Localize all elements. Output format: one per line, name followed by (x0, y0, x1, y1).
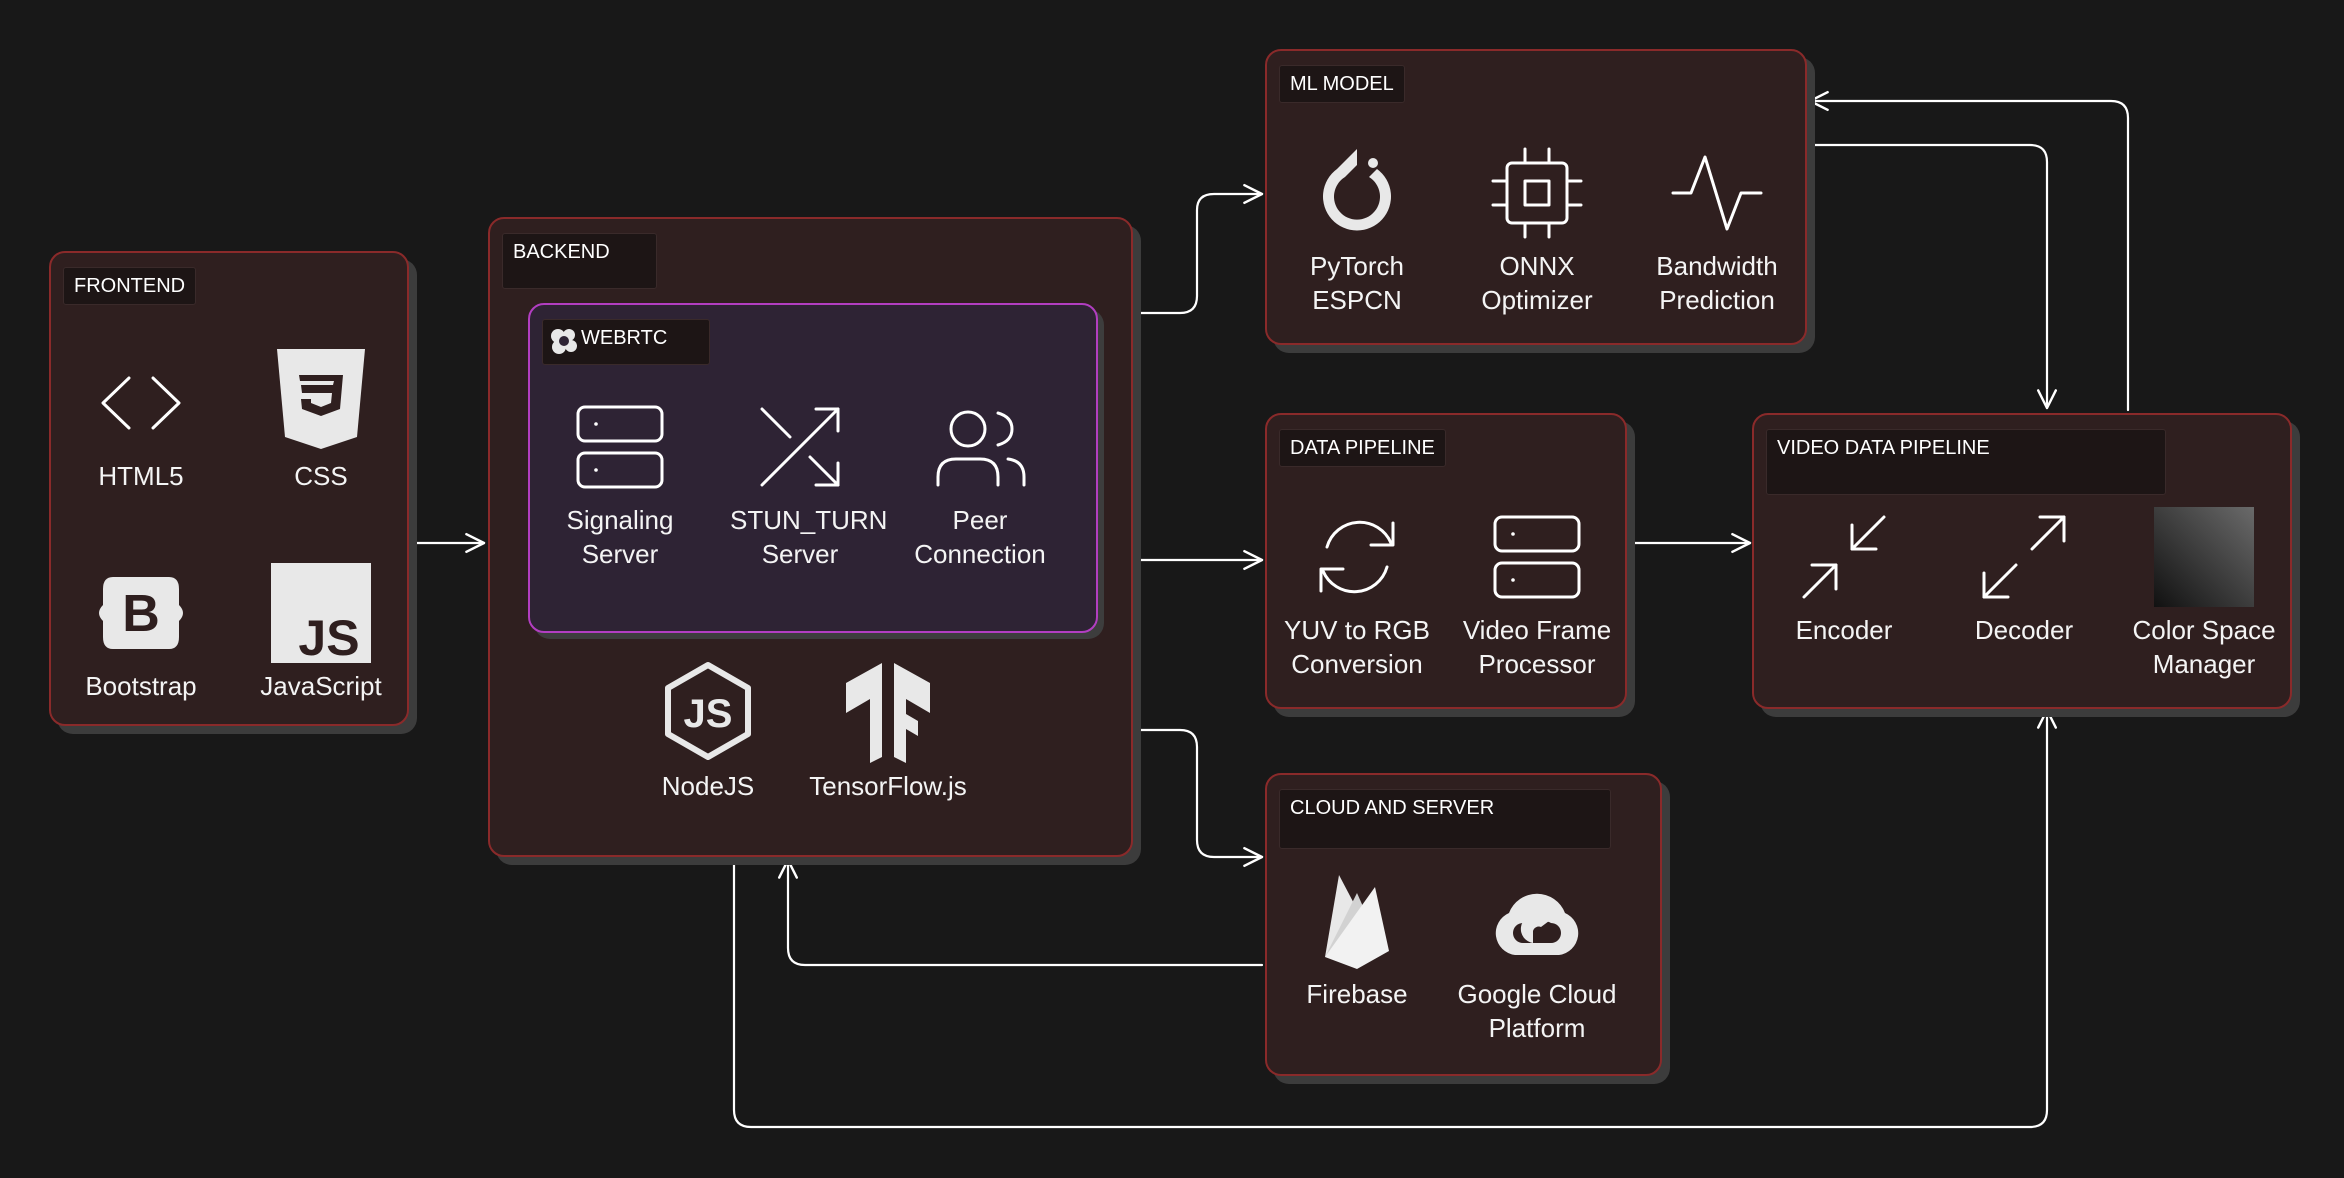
ml-model-title: ML MODEL (1279, 65, 1405, 103)
arrow-backend-to-ml-model (1134, 183, 1264, 315)
maximize-arrows-icon (1982, 515, 2066, 599)
frontend-item-label: HTML5 (98, 461, 184, 491)
css3-shield-icon (277, 349, 365, 449)
frontend-box: FRONTEND HTML5 CSS B Bootstrap JS JavaSc… (49, 251, 409, 726)
minimize-arrows-icon (1802, 515, 1886, 599)
video-item-encoder: Encoder (1754, 507, 1934, 647)
backend-box: BACKEND WEBRTC Signaling Server STUN_TUR… (488, 217, 1133, 857)
svg-text:JS: JS (684, 692, 733, 736)
server-icon (576, 405, 664, 489)
cloud-title: CLOUD AND SERVER (1279, 789, 1611, 849)
backend-item-label: TensorFlow.js (809, 771, 967, 801)
google-cloud-icon (1495, 893, 1579, 955)
backend-item-label: NodeJS (661, 771, 755, 801)
video-item-label: Color Space Manager (2132, 615, 2276, 679)
video-item-decoder: Decoder (1934, 507, 2114, 647)
backend-item-tensorflow: TensorFlow.js (798, 659, 978, 803)
webrtc-title-text: WEBRTC (581, 327, 668, 349)
video-item-color-space: Color Space Manager (2114, 507, 2294, 681)
data-item-label: Video Frame Processor (1462, 615, 1612, 679)
backend-title: BACKEND (502, 233, 657, 289)
ml-item-label: PyTorch ESPCN (1310, 251, 1404, 315)
ml-item-label: Bandwidth Prediction (1656, 251, 1778, 315)
cloud-item-firebase: Firebase (1267, 871, 1447, 1011)
ml-item-pytorch: PyTorch ESPCN (1267, 143, 1447, 317)
arrow-video-pipeline-to-ml (1808, 90, 2130, 412)
server-icon (1493, 515, 1581, 599)
frontend-title: FRONTEND (63, 267, 197, 305)
cpu-chip-icon (1491, 147, 1583, 239)
frontend-item-javascript: JS JavaScript (231, 563, 411, 703)
js-square-icon: JS (271, 563, 371, 663)
webrtc-group: WEBRTC Signaling Server STUN_TURN Server… (528, 303, 1098, 633)
ml-item-label: ONNX Optimizer (1481, 251, 1593, 315)
arrow-ml-to-video-pipeline (1808, 143, 2058, 410)
users-icon (936, 410, 1026, 487)
cloud-box: CLOUD AND SERVER Firebase Google Cloud P… (1265, 773, 1662, 1076)
frontend-item-html5: HTML5 (51, 353, 231, 493)
arrow-cloud-to-backend (777, 858, 1264, 967)
shuffle-icon (760, 407, 840, 487)
code-brackets-icon (101, 376, 181, 430)
ml-item-bandwidth: Bandwidth Prediction (1627, 143, 1807, 317)
bootstrap-icon: B (99, 577, 183, 649)
refresh-cycle-icon (1319, 520, 1395, 594)
arrow-backend-to-cloud (1134, 728, 1264, 868)
cloud-item-label: Google Cloud Platform (1457, 979, 1617, 1043)
firebase-icon (1325, 875, 1389, 969)
tensorflow-icon (846, 663, 930, 763)
data-item-yuv: YUV to RGB Conversion (1267, 507, 1447, 681)
data-item-frame-processor: Video Frame Processor (1447, 507, 1627, 681)
video-pipeline-title: VIDEO DATA PIPELINE (1766, 429, 2166, 495)
activity-pulse-icon (1671, 155, 1763, 231)
ml-model-box: ML MODEL PyTorch ESPCN ONNX Optimizer Ba… (1265, 49, 1807, 345)
video-pipeline-box: VIDEO DATA PIPELINE Encoder Decoder Colo… (1752, 413, 2292, 709)
webrtc-item-label: Peer Connection (914, 505, 1046, 569)
webrtc-item-label: STUN_TURN Server (730, 505, 888, 569)
cloud-item-label: Firebase (1306, 979, 1408, 1009)
data-pipeline-box: DATA PIPELINE YUV to RGB Conversion Vide… (1265, 413, 1627, 709)
frontend-item-label: JavaScript (260, 671, 382, 701)
data-pipeline-title: DATA PIPELINE (1279, 429, 1446, 467)
cloud-item-gcp: Google Cloud Platform (1447, 871, 1627, 1045)
ml-item-onnx: ONNX Optimizer (1447, 143, 1627, 317)
webrtc-logo-icon (551, 329, 577, 354)
frontend-item-css: CSS (231, 345, 411, 493)
webrtc-item-label: Signaling Server (566, 505, 674, 569)
frontend-item-label: CSS (294, 461, 348, 491)
pytorch-icon (1323, 149, 1391, 231)
data-item-label: YUV to RGB Conversion (1284, 615, 1430, 679)
backend-item-nodejs: JS NodeJS (618, 659, 798, 803)
webrtc-item-peer: Peer Connection (890, 397, 1070, 571)
webrtc-title: WEBRTC (542, 319, 710, 365)
svg-text:B: B (122, 585, 160, 643)
frontend-item-label: Bootstrap (85, 671, 197, 701)
video-item-label: Encoder (1795, 615, 1893, 645)
arrow-backend-to-video-pipeline (732, 708, 2058, 1129)
svg-text:JS: JS (298, 610, 359, 663)
frontend-item-bootstrap: B Bootstrap (51, 563, 231, 703)
video-item-label: Decoder (1974, 615, 2074, 645)
gradient-square-icon (2154, 507, 2254, 607)
webrtc-item-stun-turn: STUN_TURN Server (710, 397, 890, 571)
webrtc-item-signaling: Signaling Server (530, 397, 710, 571)
nodejs-icon: JS (665, 662, 751, 760)
